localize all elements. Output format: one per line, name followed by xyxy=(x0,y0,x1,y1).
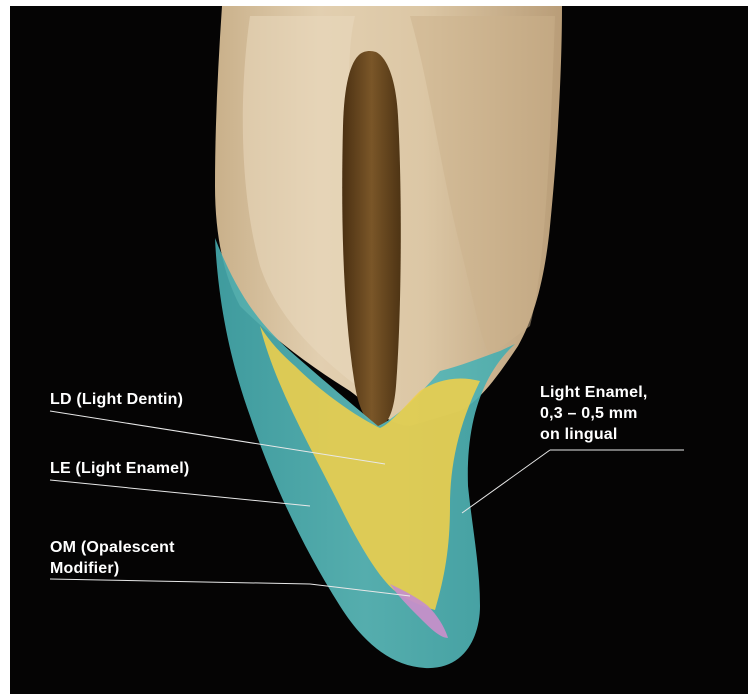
label-light-enamel: LE (Light Enamel) xyxy=(50,458,189,479)
lingual-leader-line-2 xyxy=(462,450,550,513)
tooth-illustration xyxy=(10,6,748,694)
label-lingual-line-3: on lingual xyxy=(540,424,648,445)
le-leader-line xyxy=(50,480,310,506)
tooth-photo: LD (Light Dentin) LE (Light Enamel) OM (… xyxy=(10,6,748,694)
label-opalescent-modifier: OM (Opalescent Modifier) xyxy=(50,537,175,579)
label-lingual-line-2: 0,3 – 0,5 mm xyxy=(540,403,648,424)
label-opalescent-line-2: Modifier) xyxy=(50,558,175,579)
label-lingual-line-1: Light Enamel, xyxy=(540,382,648,403)
label-light-dentin-line: LD (Light Dentin) xyxy=(50,389,183,410)
label-lingual-enamel: Light Enamel, 0,3 – 0,5 mm on lingual xyxy=(540,382,648,445)
label-opalescent-line-1: OM (Opalescent xyxy=(50,537,175,558)
om-leader-line xyxy=(50,579,310,584)
label-light-dentin: LD (Light Dentin) xyxy=(50,389,183,410)
label-light-enamel-line: LE (Light Enamel) xyxy=(50,458,189,479)
